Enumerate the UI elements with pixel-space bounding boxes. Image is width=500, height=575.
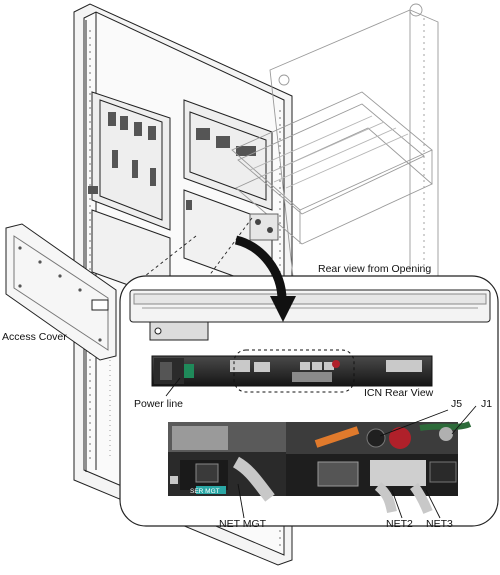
label-leaders [165, 377, 477, 519]
label-rear-view-from-opening: Rear view from Opening [318, 263, 432, 275]
magnified-callout [119, 235, 499, 527]
zoom-arrow [234, 235, 296, 322]
label-icn-rear-view: ICN Rear View [364, 387, 434, 399]
access-cover-panel [5, 223, 117, 361]
icn-highlight [233, 349, 355, 393]
label-j5: J5 [451, 398, 463, 410]
label-j1: J1 [481, 398, 493, 410]
server-rear-strip [129, 289, 491, 341]
label-ser-mgt-port: SER MGT [190, 488, 220, 495]
label-net2: NET2 [386, 518, 413, 530]
connector-closeup-photo [168, 421, 472, 514]
label-net3: NET3 [426, 518, 453, 530]
label-power-line: Power line [134, 398, 184, 410]
label-net-mgt: NET MGT [219, 518, 267, 530]
label-access-cover: Access Cover [2, 331, 67, 343]
rear-panel-photo [151, 355, 433, 387]
